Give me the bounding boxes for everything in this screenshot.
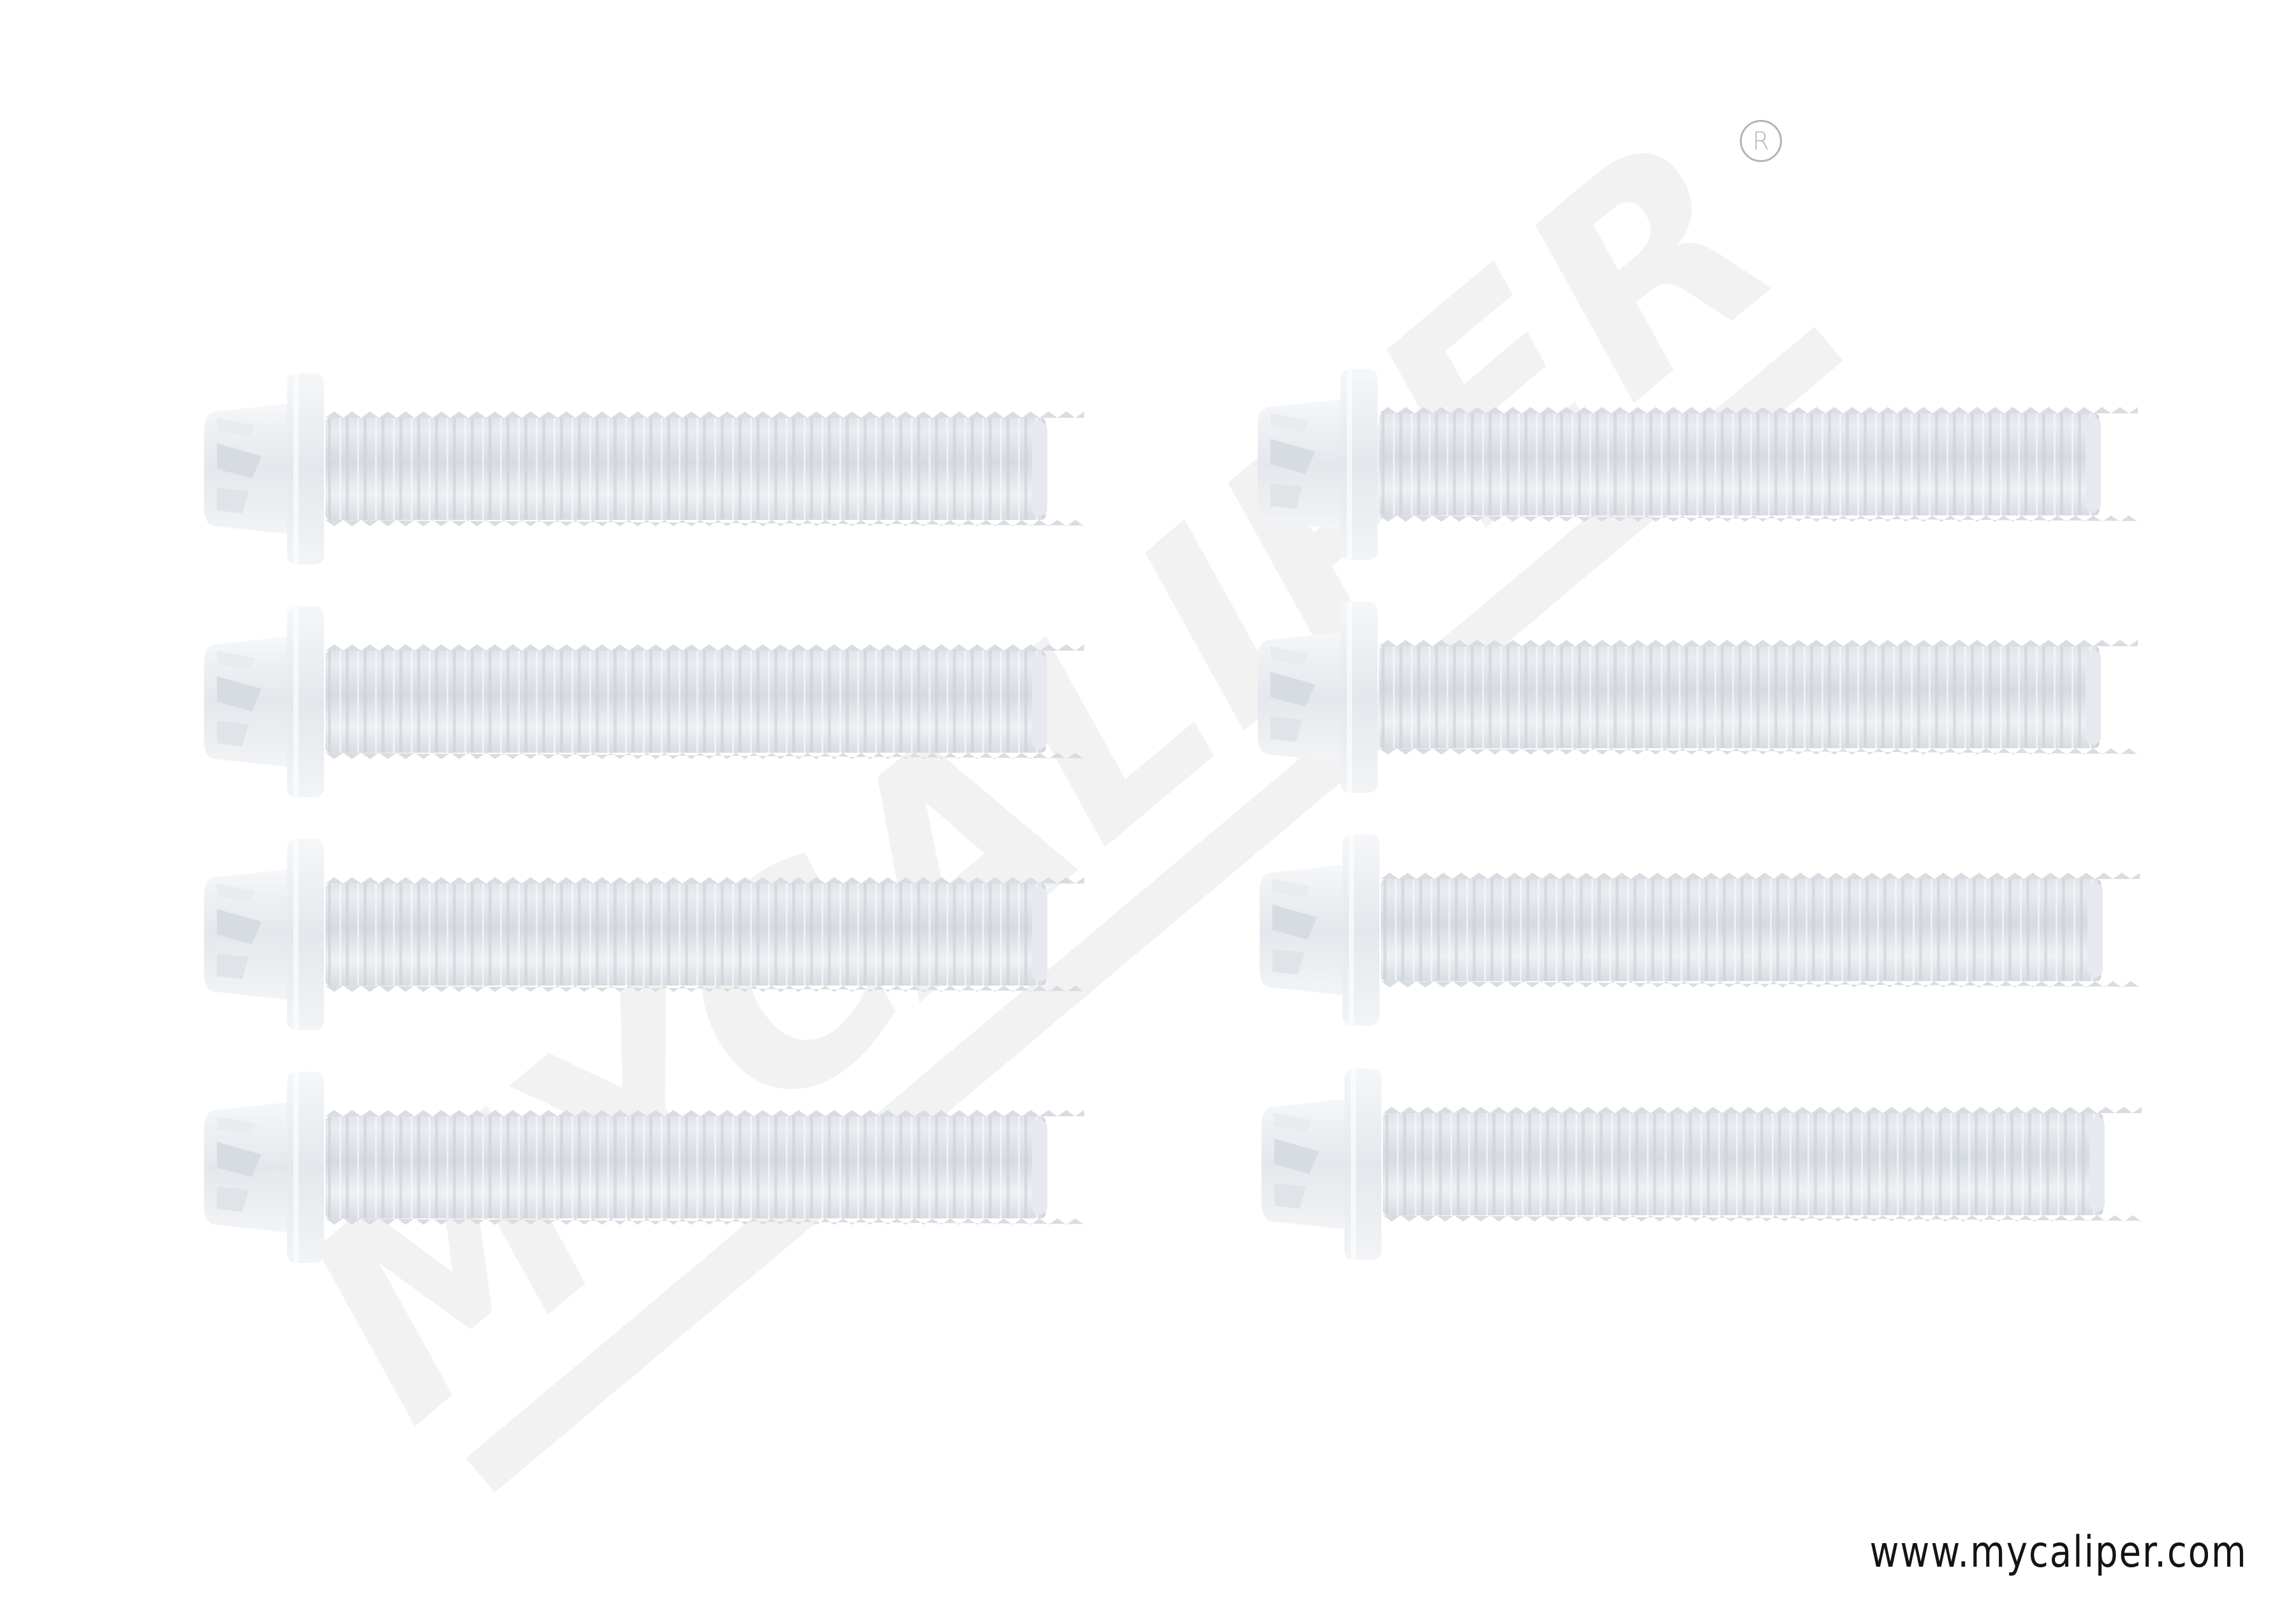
bolt-left-1 xyxy=(191,367,1084,571)
bolt-right-1 xyxy=(1245,362,2138,566)
bolt-left-4 xyxy=(191,1065,1084,1269)
registered-symbol: R xyxy=(1752,127,1770,155)
bolt-right-4 xyxy=(1249,1062,2142,1266)
bolt-right-2 xyxy=(1245,595,2138,799)
website-url: www.mycaliper.com xyxy=(1869,1527,2248,1578)
bolt-right-3 xyxy=(1247,828,2140,1032)
bolt-left-2 xyxy=(191,600,1084,804)
bolt-left-3 xyxy=(191,832,1084,1037)
registered-trademark-icon: R xyxy=(1740,120,1782,162)
